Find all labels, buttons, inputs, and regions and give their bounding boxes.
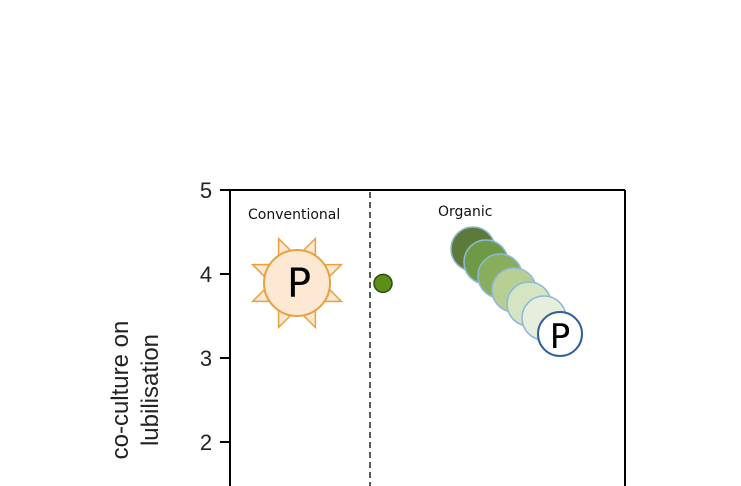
- organic-p-letter: P: [550, 317, 571, 357]
- region-label-organic: Organic: [438, 204, 492, 220]
- sun-p-letter: P: [287, 261, 311, 307]
- organic-bubble: [537, 311, 583, 357]
- y-tick-label: 5: [200, 178, 212, 203]
- y-tick-label: 2: [200, 430, 212, 455]
- y-tick-label: 3: [200, 346, 212, 371]
- sun-disc: [263, 249, 331, 317]
- y-axis-ticks: 2 3 4 5: [200, 178, 230, 455]
- y-axis-title: co-culture on lubilisation: [107, 321, 164, 460]
- organic-bubbles-icon: [450, 226, 583, 357]
- y-tick-label: 4: [200, 262, 212, 287]
- region-label-conventional: Conventional: [248, 207, 340, 223]
- data-point: [373, 273, 393, 294]
- data-points: [373, 273, 393, 294]
- y-axis-title-line-2: lubilisation: [137, 334, 164, 446]
- sun-p-icon: P: [250, 236, 344, 330]
- y-axis-title-line-1: co-culture on: [107, 321, 134, 460]
